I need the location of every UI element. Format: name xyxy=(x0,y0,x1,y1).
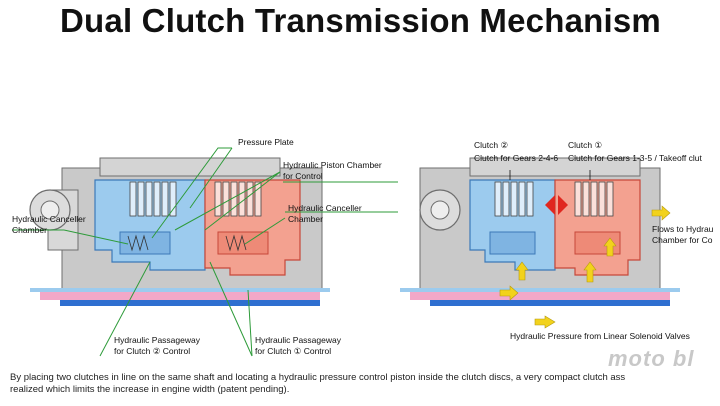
left-shaft-pink xyxy=(40,292,320,300)
label-clutch-1-desc: Clutch for Gears 1-3-5 / Takeoff clut xyxy=(568,153,702,163)
right-disc-stack-red xyxy=(574,181,614,217)
label-passage-1-line2: for Clutch ① Control xyxy=(255,346,332,356)
label-pressure-from-solenoid: Hydraulic Pressure from Linear Solenoid … xyxy=(510,331,690,341)
left-leader-lines xyxy=(12,147,398,357)
label-canceller-right-line1: Hydraulic Canceller xyxy=(288,203,362,213)
label-passage-2-line1: Hydraulic Passageway xyxy=(114,335,200,345)
left-shaft-light xyxy=(30,288,330,292)
left-shaft-blue xyxy=(60,300,320,306)
label-flows-line1: Flows to Hydrau xyxy=(652,224,714,234)
left-spring-red xyxy=(225,234,247,252)
page-title: Dual Clutch Transmission Mechanism xyxy=(60,2,661,39)
right-yellow-flow-arrows xyxy=(499,237,617,329)
left-piston-blue xyxy=(119,231,171,255)
flows-to-arrow-icon xyxy=(651,205,671,221)
label-pressure-plate: Pressure Plate xyxy=(238,137,294,147)
right-shaft-blue xyxy=(430,300,670,306)
caption-line-1: By placing two clutches in line on the s… xyxy=(10,372,626,383)
right-bearing-hub xyxy=(430,200,450,220)
left-top-cover xyxy=(99,157,281,177)
right-disc-stack-blue xyxy=(494,181,534,217)
caption: By placing two clutches in line on the s… xyxy=(10,372,720,396)
left-disc-stack-red xyxy=(214,181,262,217)
label-piston-chamber-line1: Hydraulic Piston Chamber xyxy=(283,160,382,170)
left-bearing-hub xyxy=(40,200,60,220)
label-canceller-right-line2: Chamber xyxy=(288,214,323,224)
right-clutch-1-red xyxy=(554,179,641,276)
label-clutch-2-name: Clutch ② xyxy=(474,140,509,150)
watermark: moto bl xyxy=(608,346,695,371)
label-passage-1-line1: Hydraulic Passageway xyxy=(255,335,341,345)
left-piston-red xyxy=(217,231,269,255)
label-canceller-left-line2: Chamber xyxy=(12,225,47,235)
left-spring-blue xyxy=(127,234,149,252)
right-shaft-light xyxy=(400,288,680,292)
label-flows-line2: Chamber for Co xyxy=(652,235,713,245)
right-leader-lines xyxy=(509,170,591,180)
right-red-double-arrow-icon xyxy=(545,195,568,215)
right-top-cover xyxy=(469,157,641,177)
label-piston-chamber-line2: for Control xyxy=(283,171,323,181)
left-disc-stack-blue xyxy=(129,181,177,217)
label-clutch-2-desc: Clutch for Gears 2-4-6 xyxy=(474,153,559,163)
label-canceller-left-line1: Hydraulic Canceller xyxy=(12,214,86,224)
right-shaft-pink xyxy=(410,292,670,300)
right-clutch-diagram xyxy=(400,157,680,329)
label-passage-2-line2: for Clutch ② Control xyxy=(114,346,191,356)
label-clutch-1-name: Clutch ① xyxy=(568,140,603,150)
caption-line-2: realized which limits the increase in en… xyxy=(10,384,290,395)
left-clutch-diagram xyxy=(12,147,398,357)
right-piston-blue xyxy=(489,231,536,255)
